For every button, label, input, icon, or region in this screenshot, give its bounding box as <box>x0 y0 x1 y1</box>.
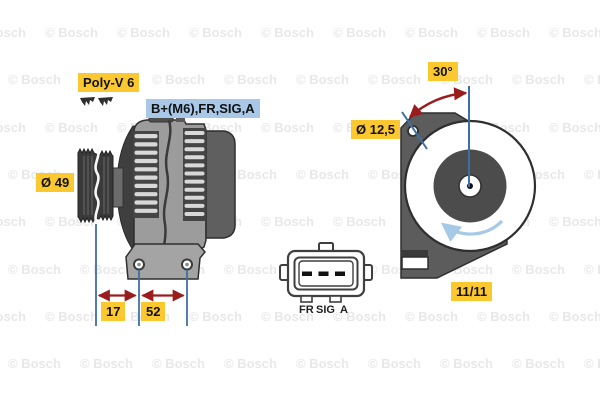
bosch-watermark: © Bosch <box>45 308 98 324</box>
bosch-watermark: © Bosch <box>8 261 61 277</box>
angle-arc-arrow <box>409 87 468 118</box>
label-pulley-diameter: Ø 49 <box>36 173 75 192</box>
bosch-watermark: © Bosch <box>512 72 565 88</box>
label-clock-position: 11/11 <box>451 282 493 301</box>
cooling-fins-front <box>133 131 159 218</box>
bosch-watermark: © Bosch <box>477 25 530 40</box>
bosch-watermark: © Bosch <box>333 308 386 324</box>
bosch-watermark: © Bosch <box>512 356 565 372</box>
pulley-groove-lines <box>83 156 109 215</box>
connector-pin-label-a: A <box>340 304 348 316</box>
label-dim-17: 17 <box>101 302 126 321</box>
connector-pin-label-sig: SIG <box>316 304 335 316</box>
bosch-watermark: © Bosch <box>296 166 349 182</box>
bosch-watermark: © Bosch <box>296 72 349 88</box>
pulley-break-wave <box>94 147 100 225</box>
bosch-watermark: © Bosch <box>152 72 205 88</box>
bosch-watermark: © Bosch <box>261 119 314 135</box>
bosch-watermark: © Bosch <box>189 308 242 324</box>
connector-plug <box>279 242 373 303</box>
bosch-watermark: © Bosch <box>224 166 277 182</box>
bosch-watermark: © Bosch <box>368 356 421 372</box>
bosch-watermark: © Bosch <box>189 25 242 40</box>
bosch-watermark: © Bosch <box>296 356 349 372</box>
v-belt-icon <box>80 97 95 106</box>
bosch-watermark: © Bosch <box>261 25 314 40</box>
bosch-watermark: © Bosch <box>261 308 314 324</box>
connector-bottom-tab-right <box>329 295 342 303</box>
dimension-lines <box>95 224 188 326</box>
bosch-watermark: © Bosch <box>584 72 600 88</box>
cooling-fins-rear <box>183 128 206 221</box>
v-belt-icon <box>98 97 113 106</box>
rear-housing <box>205 130 236 239</box>
tilted-reference-line <box>401 111 428 150</box>
hole-center-dot <box>185 262 189 267</box>
connector-pin-a <box>335 271 345 276</box>
rotation-arrow <box>440 219 504 242</box>
bosch-watermark: © Bosch <box>80 356 133 372</box>
bosch-watermark: © Bosch <box>584 166 600 182</box>
bosch-watermark: © Bosch <box>333 25 386 40</box>
bosch-watermark: © Bosch <box>368 72 421 88</box>
bosch-watermark: © Bosch <box>405 25 458 40</box>
housing-seam <box>162 119 172 253</box>
bosch-watermark: © Bosch <box>8 356 61 372</box>
bosch-watermark: © Bosch <box>584 261 600 277</box>
bosch-watermark: © Bosch <box>512 261 565 277</box>
terminal-stud <box>176 116 185 122</box>
bosch-watermark: © Bosch <box>549 25 600 40</box>
pulley-hub <box>112 167 124 208</box>
label-hole-diameter: Ø 12,5 <box>351 120 401 139</box>
bosch-watermark: © Bosch <box>261 214 314 230</box>
flange-notch-dark <box>402 250 428 257</box>
bosch-watermark: © Bosch <box>0 214 26 230</box>
label-mounting-angle: 30° <box>428 62 458 81</box>
bosch-watermark: © Bosch <box>45 119 98 135</box>
bosch-watermark: © Bosch <box>45 25 98 40</box>
bosch-watermark: © Bosch <box>549 214 600 230</box>
hole-center-dot <box>137 262 141 267</box>
connector-pin-sig <box>318 271 329 276</box>
connector-bottom-tab-left <box>300 295 313 303</box>
bosch-watermark: © Bosch <box>584 356 600 372</box>
label-dim-52: 52 <box>141 302 166 321</box>
bosch-watermark: © Bosch <box>224 356 277 372</box>
bosch-watermark: © Bosch <box>405 308 458 324</box>
bosch-watermark: © Bosch <box>440 356 493 372</box>
bosch-watermark: © Bosch <box>117 25 170 40</box>
bosch-watermark: © Bosch <box>224 72 277 88</box>
connector-pin-fr <box>302 271 312 276</box>
bosch-watermark: © Bosch <box>0 119 26 135</box>
bosch-watermark: © Bosch <box>0 25 26 40</box>
bosch-watermark: © Bosch <box>152 356 205 372</box>
mounting-bracket-side <box>125 243 206 280</box>
bosch-watermark: © Bosch <box>549 308 600 324</box>
bosch-watermark: © Bosch <box>333 214 386 230</box>
connector-pin-label-fr: FR <box>299 304 314 316</box>
bosch-watermark: © Bosch <box>80 261 133 277</box>
bosch-watermark: © Bosch <box>224 261 277 277</box>
bosch-watermark: © Bosch <box>8 72 61 88</box>
flange-notch-light <box>401 256 429 270</box>
bosch-watermark: © Bosch <box>549 119 600 135</box>
bosch-watermark: © Bosch <box>477 308 530 324</box>
label-terminals: B+(M6),FR,SIG,A <box>146 99 260 118</box>
label-belt-type: Poly-V 6 <box>78 73 140 92</box>
bosch-watermark: © Bosch <box>0 308 26 324</box>
